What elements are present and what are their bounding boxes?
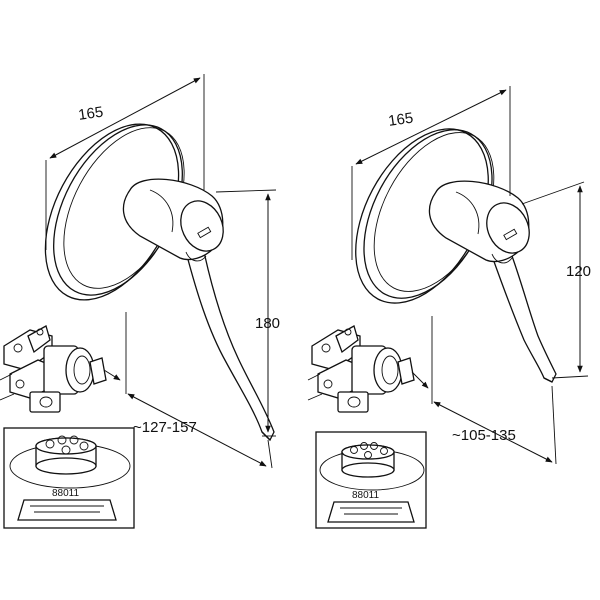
- left-unit: 165 180 ~127-157: [0, 74, 280, 529]
- right-valve-body: [307, 325, 429, 413]
- right-mixer-body: [428, 180, 530, 264]
- right-width-label: 165: [387, 110, 414, 130]
- right-height-label: 120: [566, 263, 591, 280]
- left-width-label: 165: [77, 104, 104, 124]
- left-lever-handle: [185, 251, 275, 442]
- right-lever-handle: [491, 255, 557, 383]
- right-part-inset: [315, 431, 427, 529]
- left-depth-label: ~127-157: [133, 419, 197, 436]
- right-part-number: 88011: [352, 490, 380, 501]
- left-mixer-body: [122, 178, 224, 262]
- right-dimension-lines: [351, 86, 589, 465]
- right-depth-label: ~105-135: [452, 427, 516, 444]
- left-dimension-lines: [45, 74, 277, 469]
- right-unit: 165 120 ~105-135: [307, 86, 591, 529]
- left-valve-body: [0, 325, 121, 413]
- left-part-number: 88011: [52, 488, 80, 499]
- left-part-inset: [3, 427, 135, 529]
- left-height-label: 180: [255, 315, 280, 332]
